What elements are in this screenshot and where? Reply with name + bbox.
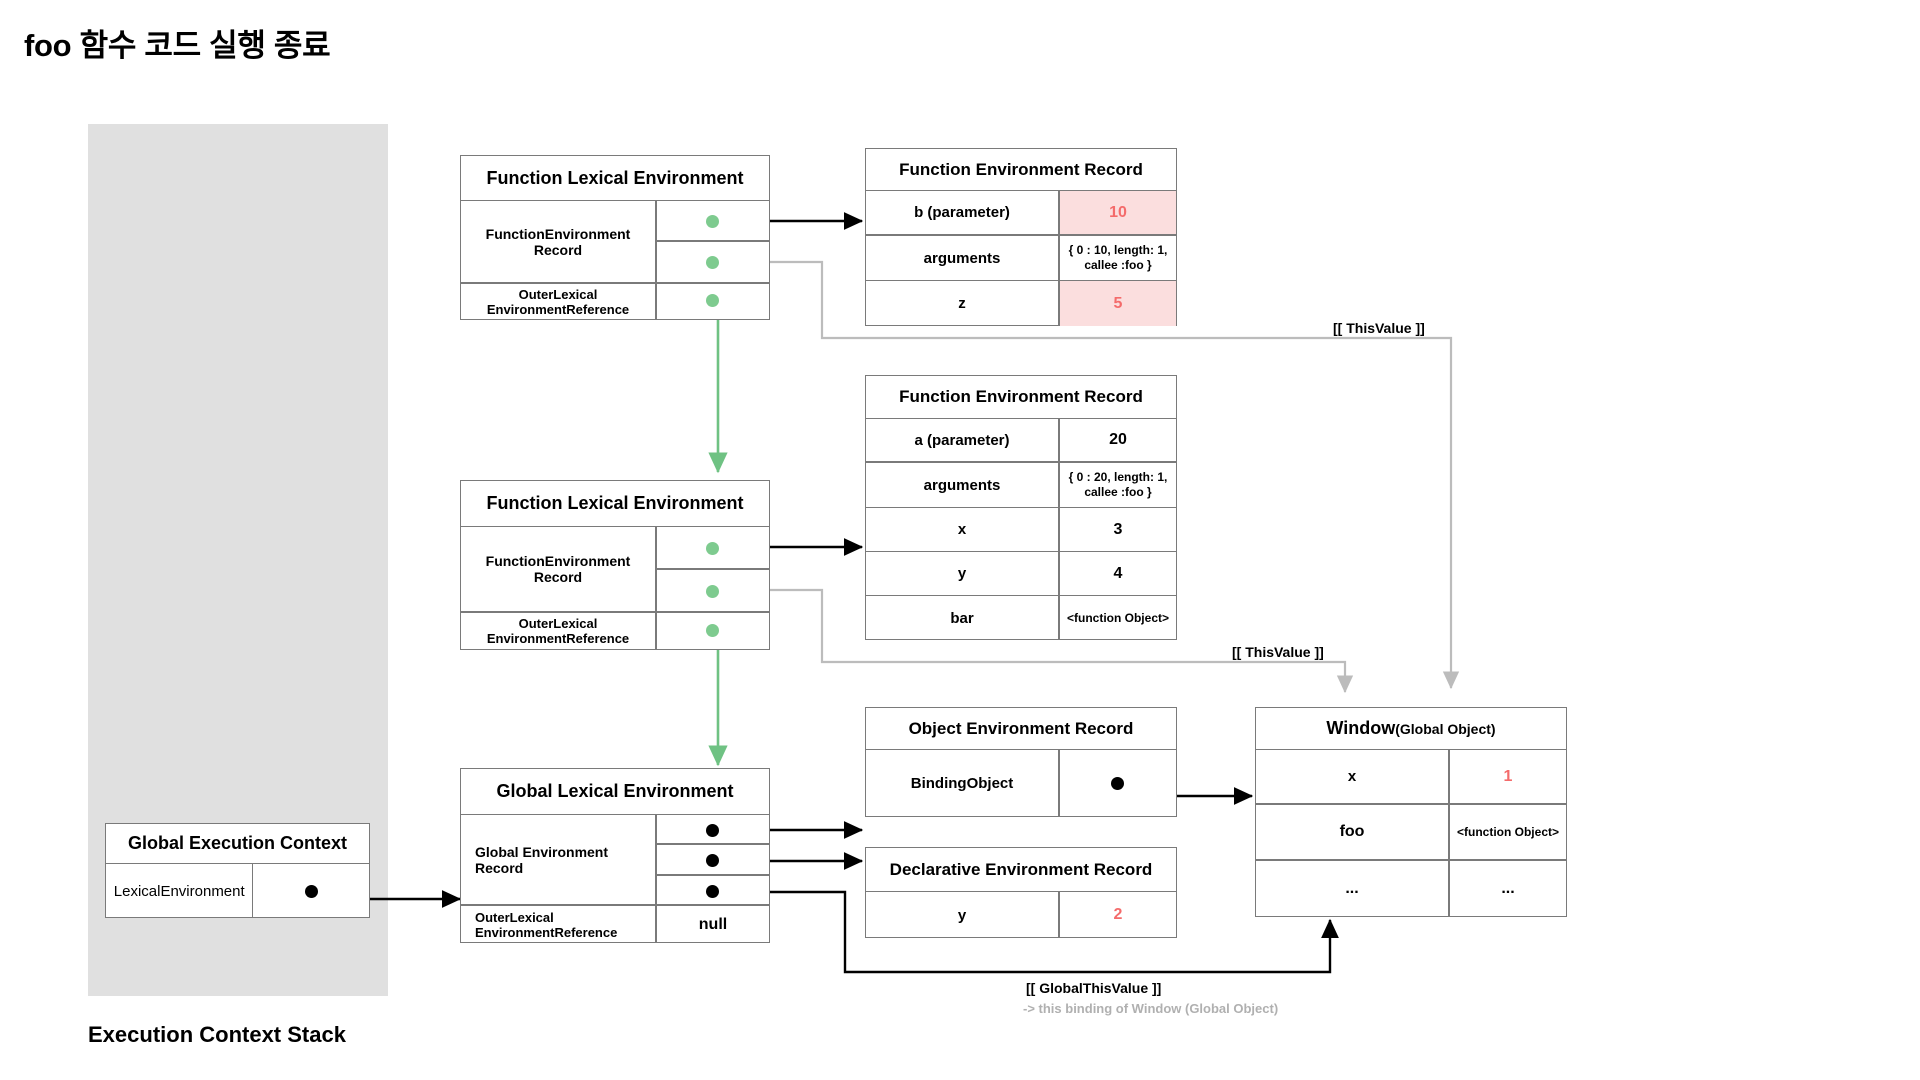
foo-fer-value-2: 3	[1060, 508, 1176, 552]
table-row: b (parameter) 10	[866, 191, 1176, 236]
gle-outer-label: OuterLexical EnvironmentReference	[461, 906, 657, 943]
foo-fle-title: Function Lexical Environment	[461, 481, 769, 527]
window-key-2: ...	[1256, 861, 1450, 916]
table-row: bar <function Object>	[866, 596, 1176, 640]
pointer-dot	[706, 585, 719, 598]
foo-fer-key-0: a (parameter)	[866, 419, 1060, 463]
bar-fle-outer-label: OuterLexical EnvironmentReference	[461, 284, 657, 319]
oer-binding-object-pointer-cell[interactable]	[1060, 750, 1176, 817]
gle-outer-value: null	[698, 915, 728, 933]
bar-fer-value-0: 10	[1060, 191, 1176, 236]
bar-fer-value-2: 5	[1060, 281, 1176, 326]
gle-record-slot-3[interactable]	[657, 876, 769, 906]
table-row: a (parameter) 20	[866, 419, 1176, 463]
bar-fer-value-1: { 0 : 10, length: 1, callee :foo }	[1060, 236, 1176, 281]
window-value-0: 1	[1450, 750, 1566, 805]
global-this-value-sublabel: -> this binding of Window (Global Object…	[1023, 1001, 1279, 1016]
table-row: y 2	[866, 892, 1176, 938]
pointer-dot	[706, 854, 719, 867]
bar-fle-record-slot-2[interactable]	[657, 242, 769, 284]
table-row: BindingObject	[866, 750, 1176, 817]
declarative-environment-record-box[interactable]: Declarative Environment Record y 2	[865, 847, 1177, 938]
bar-fer-title: Function Environment Record	[866, 149, 1176, 191]
table-row: arguments { 0 : 20, length: 1, callee :f…	[866, 463, 1176, 508]
gle-record-slot-1[interactable]	[657, 815, 769, 845]
pointer-dot	[1111, 777, 1124, 790]
bar-fer-key-0: b (parameter)	[866, 191, 1060, 236]
pointer-dot	[706, 294, 719, 307]
window-global-object-box[interactable]: Window(Global Object) x 1 foo <function …	[1255, 707, 1567, 917]
foo-fer-value-3: 4	[1060, 552, 1176, 596]
window-key-1: foo	[1256, 805, 1450, 861]
lexical-environment-pointer-cell[interactable]	[253, 864, 369, 918]
global-lexical-environment-box[interactable]: Global Lexical Environment Global Enviro…	[460, 768, 770, 943]
foo-fle-record-label: FunctionEnvironment Record	[461, 527, 657, 613]
gle-record-slot-2[interactable]	[657, 845, 769, 876]
table-row: z 5	[866, 281, 1176, 326]
page-title: foo 함수 코드 실행 종료	[24, 28, 331, 63]
this-value-mid-label: [[ ThisValue ]]	[1232, 644, 1324, 660]
bar-fer-key-2: z	[866, 281, 1060, 326]
bar-fle-record-label: FunctionEnvironment Record	[461, 201, 657, 284]
window-title-sub: (Global Object)	[1395, 720, 1496, 737]
window-title-main: Window	[1326, 718, 1396, 738]
foo-fer-key-4: bar	[866, 596, 1060, 640]
global-execution-context-title: Global Execution Context	[106, 824, 369, 864]
foo-fer-key-3: y	[866, 552, 1060, 596]
pointer-dot	[305, 885, 319, 898]
pointer-dot	[706, 885, 719, 898]
gle-record-label: Global Environment Record	[461, 815, 657, 906]
bar-fer-key-1: arguments	[866, 236, 1060, 281]
global-execution-context-box[interactable]: Global Execution Context LexicalEnvironm…	[105, 823, 370, 918]
foo-function-environment-record-box[interactable]: Function Environment Record a (parameter…	[865, 375, 1177, 640]
foo-fle-outer-pointer-cell[interactable]	[657, 613, 769, 649]
window-value-1: <function Object>	[1450, 805, 1566, 861]
bar-function-lexical-environment-box[interactable]: Function Lexical Environment FunctionEnv…	[460, 155, 770, 320]
table-row: x 1	[1256, 750, 1566, 805]
foo-fer-value-1: { 0 : 20, length: 1, callee :foo }	[1060, 463, 1176, 508]
table-row: y 4	[866, 552, 1176, 596]
window-title: Window(Global Object)	[1256, 708, 1566, 750]
foo-fle-outer-label: OuterLexical EnvironmentReference	[461, 613, 657, 649]
foo-fer-key-1: arguments	[866, 463, 1060, 508]
foo-fer-key-2: x	[866, 508, 1060, 552]
foo-fle-record-slot-1[interactable]	[657, 527, 769, 570]
table-row: x 3	[866, 508, 1176, 552]
bar-function-environment-record-box[interactable]: Function Environment Record b (parameter…	[865, 148, 1177, 326]
table-row: ... ...	[1256, 861, 1566, 916]
object-environment-record-box[interactable]: Object Environment Record BindingObject	[865, 707, 1177, 817]
pointer-dot	[706, 542, 719, 555]
lexical-environment-label: LexicalEnvironment	[106, 864, 254, 918]
gle-title: Global Lexical Environment	[461, 769, 769, 815]
global-this-value-label: [[ GlobalThisValue ]]	[1026, 980, 1162, 996]
pointer-dot	[706, 215, 719, 228]
der-value-0: 2	[1113, 906, 1123, 923]
bar-fle-title: Function Lexical Environment	[461, 156, 769, 201]
window-key-0: x	[1256, 750, 1450, 805]
oer-binding-object-label: BindingObject	[866, 750, 1060, 817]
table-row: arguments { 0 : 10, length: 1, callee :f…	[866, 236, 1176, 281]
foo-fer-value-4: <function Object>	[1066, 610, 1169, 625]
der-key-0: y	[866, 892, 1060, 938]
foo-fle-record-slot-2[interactable]	[657, 570, 769, 613]
pointer-dot	[706, 624, 719, 637]
window-value-2: ...	[1501, 879, 1515, 897]
der-title: Declarative Environment Record	[866, 848, 1176, 892]
table-row: foo <function Object>	[1256, 805, 1566, 861]
bar-fle-record-slot-1[interactable]	[657, 201, 769, 242]
execution-context-stack-label: Execution Context Stack	[88, 1022, 346, 1047]
foo-function-lexical-environment-box[interactable]: Function Lexical Environment FunctionEnv…	[460, 480, 770, 650]
pointer-dot	[706, 256, 719, 269]
foo-fer-title: Function Environment Record	[866, 376, 1176, 419]
bar-fle-outer-pointer-cell[interactable]	[657, 284, 769, 319]
foo-fer-value-0: 20	[1060, 419, 1176, 463]
oer-title: Object Environment Record	[866, 708, 1176, 750]
this-value-top-label: [[ ThisValue ]]	[1333, 320, 1425, 336]
pointer-dot	[706, 824, 719, 837]
